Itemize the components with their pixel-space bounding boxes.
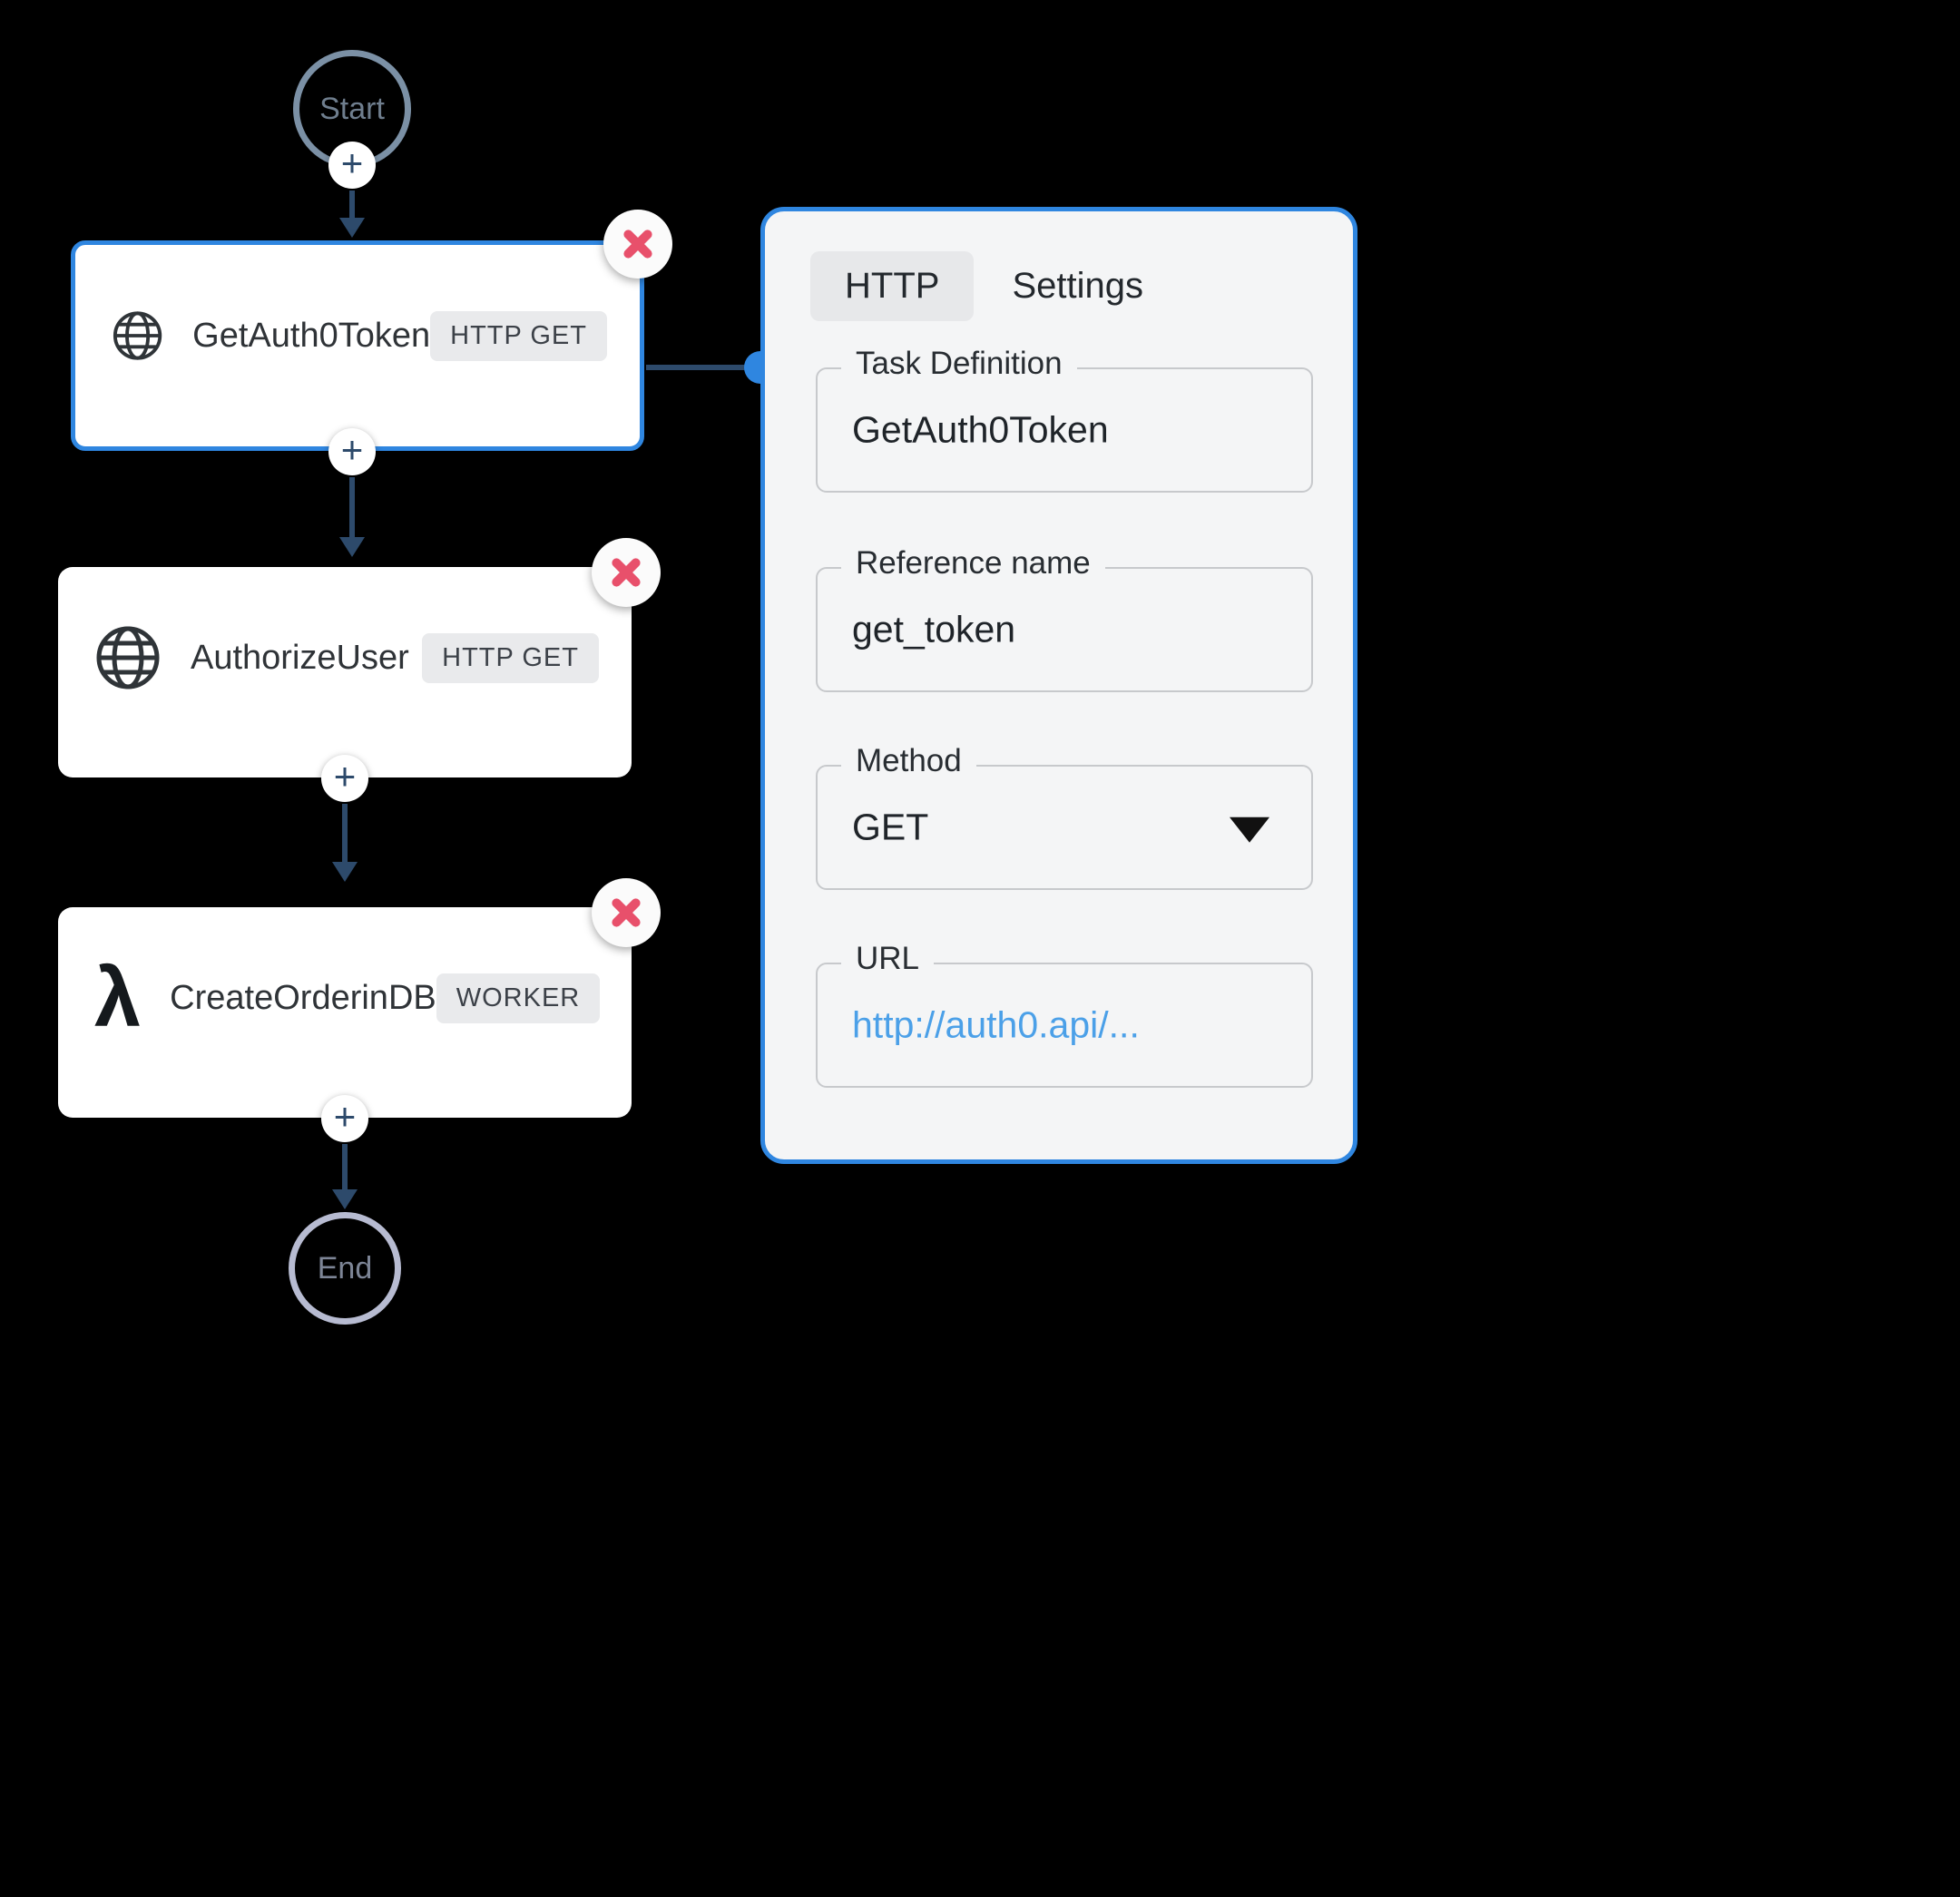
flow-connector-line — [349, 191, 355, 220]
task-title: CreateOrderinDB — [170, 978, 436, 1017]
task-card-getauth0token[interactable]: GetAuth0Token HTTP GET — [71, 240, 644, 451]
url-field[interactable]: URL http://auth0.api/... — [816, 941, 1313, 1088]
task-title: GetAuth0Token — [192, 316, 431, 355]
close-icon — [622, 229, 653, 259]
task-type-badge: WORKER — [436, 973, 601, 1023]
task-card-content: GetAuth0Token HTTP GET — [112, 292, 607, 379]
url-value[interactable]: http://auth0.api/... — [852, 1003, 1140, 1046]
task-card-createorderindb[interactable]: λ CreateOrderinDB WORKER — [58, 907, 632, 1118]
task-card-content: AuthorizeUser HTTP GET — [94, 614, 599, 701]
globe-icon — [113, 311, 162, 360]
plus-icon: + — [340, 428, 364, 471]
arrow-down-icon — [339, 537, 365, 557]
delete-task-button-2[interactable] — [592, 538, 661, 607]
task-title: AuthorizeUser — [191, 638, 409, 677]
add-task-button-3[interactable]: + — [321, 755, 368, 802]
flow-connector-line — [342, 1144, 348, 1191]
arrow-down-icon — [332, 862, 358, 882]
delete-task-button-3[interactable] — [592, 878, 661, 947]
add-task-button-1[interactable]: + — [328, 142, 376, 189]
method-label: Method — [841, 743, 976, 779]
method-value[interactable]: GET — [852, 806, 929, 848]
plus-icon: + — [333, 1095, 357, 1138]
task-definition-value[interactable]: GetAuth0Token — [852, 408, 1109, 451]
plus-icon: + — [340, 142, 364, 184]
arrow-down-icon — [339, 218, 365, 238]
reference-name-field[interactable]: Reference name get_token — [816, 545, 1313, 692]
reference-name-label: Reference name — [841, 545, 1105, 582]
panel-tabs: HTTP Settings — [810, 251, 1156, 321]
method-field[interactable]: Method GET — [816, 743, 1313, 890]
lambda-icon: λ — [94, 952, 142, 1044]
plus-icon: + — [333, 755, 357, 797]
arrow-down-icon — [332, 1189, 358, 1209]
task-settings-panel: HTTP Settings Task Definition GetAuth0To… — [760, 207, 1357, 1164]
start-label: Start — [319, 91, 385, 126]
task-type-badge: HTTP GET — [422, 632, 599, 683]
chevron-down-icon[interactable] — [1230, 816, 1269, 843]
delete-task-button-1[interactable] — [603, 210, 672, 279]
tab-settings[interactable]: Settings — [1012, 266, 1143, 306]
end-node: End — [289, 1212, 401, 1325]
flow-connector-line — [349, 477, 355, 539]
close-icon — [611, 897, 642, 928]
task-card-authorizeuser[interactable]: AuthorizeUser HTTP GET — [58, 567, 632, 777]
task-card-content: λ CreateOrderinDB WORKER — [94, 952, 601, 1044]
globe-icon — [96, 626, 160, 689]
tab-http[interactable]: HTTP — [810, 251, 975, 321]
close-icon — [611, 557, 642, 588]
task-definition-field[interactable]: Task Definition GetAuth0Token — [816, 346, 1313, 493]
add-task-button-2[interactable]: + — [328, 428, 376, 475]
end-label: End — [317, 1250, 373, 1286]
panel-connector-line — [646, 365, 748, 370]
add-task-button-4[interactable]: + — [321, 1095, 368, 1142]
task-definition-label: Task Definition — [841, 346, 1077, 382]
flow-connector-line — [342, 804, 348, 864]
task-type-badge: HTTP GET — [430, 310, 607, 361]
reference-name-value[interactable]: get_token — [852, 608, 1016, 650]
url-label: URL — [841, 941, 935, 977]
